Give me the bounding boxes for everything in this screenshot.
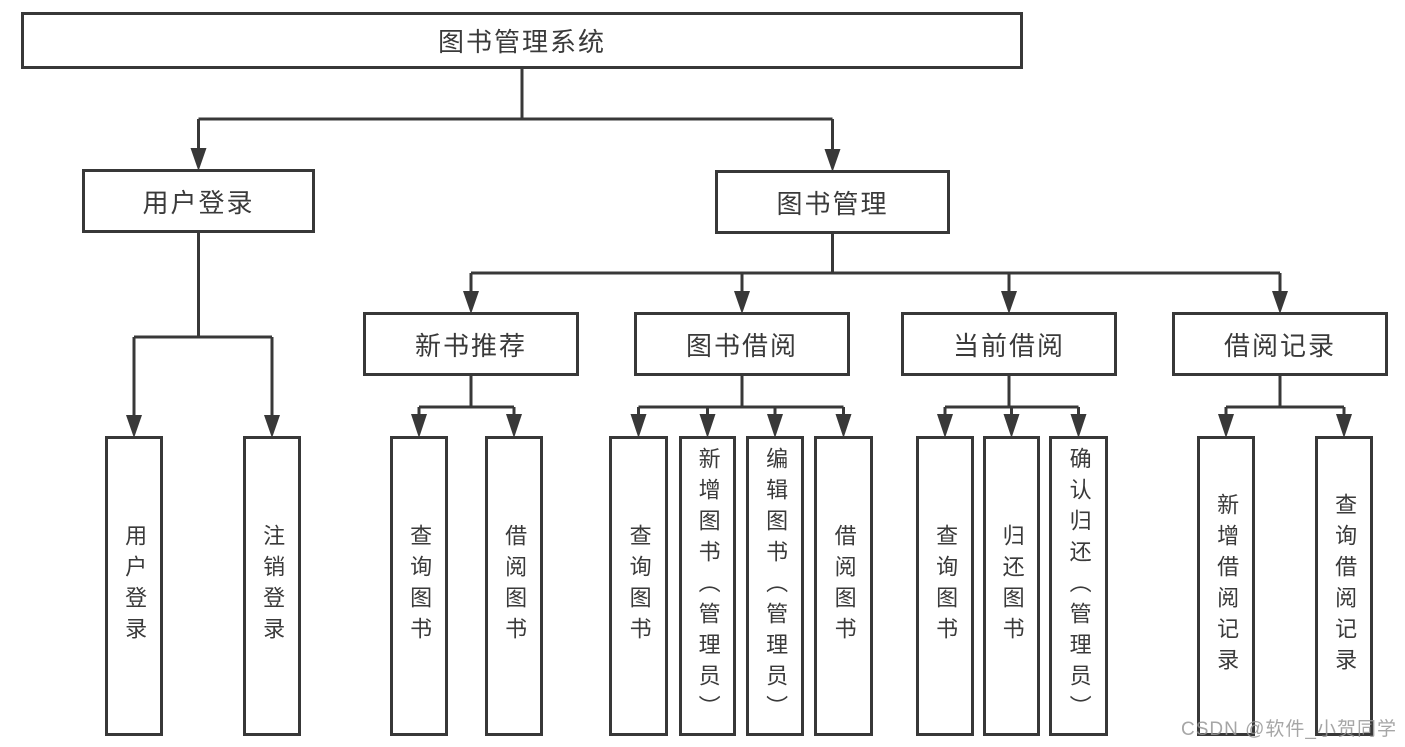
leaf-recommend-borrow-books: 借阅图书 (485, 436, 543, 736)
connector-book-borrow-split (637, 376, 845, 416)
leaf-current-query-books-label: 查询图书 (933, 524, 959, 648)
leaf-recommend-query-books-label: 查询图书 (407, 524, 433, 648)
leaf-borrowing-borrow-books-label: 借阅图书 (831, 524, 857, 648)
arrowheads-book-borrow-split (630, 414, 852, 438)
csdn-watermark: CSDN @软件_小贺同学 (1181, 719, 1397, 740)
leaf-recommend-query-books: 查询图书 (390, 436, 448, 736)
connector-root-split (197, 69, 834, 150)
arrowheads-borrow-records-split (1218, 414, 1352, 438)
node-new-book-recommend-label: 新书推荐 (414, 330, 527, 361)
leaf-confirm-return-admin-label: 确认归还（管理员） (1066, 446, 1092, 726)
leaf-recommend-borrow-books-label: 借阅图书 (502, 524, 528, 648)
connector-current-borrow-split (943, 376, 1080, 416)
arrowheads-new-rec-split (411, 414, 522, 438)
node-book-borrowing-label: 图书借阅 (685, 330, 798, 361)
arrowheads-user-login-split (126, 415, 280, 438)
leaf-borrowing-query-books-label: 查询图书 (626, 524, 652, 648)
leaf-current-query-books: 查询图书 (916, 436, 974, 736)
leaf-return-books-label: 归还图书 (999, 524, 1025, 648)
node-book-management-label: 图书管理 (776, 188, 889, 219)
leaf-borrowing-query-books: 查询图书 (609, 436, 668, 736)
leaf-add-books-admin: 新增图书（管理员） (679, 436, 736, 736)
leaf-query-borrow-record-label: 查询借阅记录 (1332, 493, 1358, 679)
node-current-borrowing: 当前借阅 (901, 312, 1117, 376)
leaf-return-books: 归还图书 (983, 436, 1040, 736)
leaf-edit-books-admin-label: 编辑图书（管理员） (763, 446, 789, 726)
node-borrowing-records-label: 借阅记录 (1223, 330, 1336, 361)
leaf-borrowing-borrow-books: 借阅图书 (814, 436, 873, 736)
leaf-query-borrow-record: 查询借阅记录 (1315, 436, 1373, 736)
node-book-management: 图书管理 (715, 170, 950, 234)
node-new-book-recommend: 新书推荐 (363, 312, 579, 376)
connector-user-login-split (132, 233, 274, 416)
node-root-label: 图书管理系统 (437, 27, 606, 57)
connector-book-mgmt-split (469, 234, 1282, 292)
leaf-edit-books-admin: 编辑图书（管理员） (746, 436, 804, 736)
leaf-confirm-return-admin: 确认归还（管理员） (1049, 436, 1108, 736)
leaf-logout-label: 注销登录 (260, 524, 286, 648)
leaf-add-books-admin-label: 新增图书（管理员） (695, 446, 721, 726)
arrowheads-current-borrow-split (937, 414, 1087, 438)
leaf-add-borrow-record: 新增借阅记录 (1197, 436, 1255, 736)
node-root-library-system: 图书管理系统 (21, 12, 1023, 69)
node-user-login-label: 用户登录 (142, 187, 255, 218)
node-current-borrowing-label: 当前借阅 (952, 330, 1065, 361)
leaf-add-borrow-record-label: 新增借阅记录 (1214, 493, 1240, 679)
leaf-user-login-label: 用户登录 (122, 524, 148, 648)
leaf-logout: 注销登录 (243, 436, 301, 736)
connector-new-rec-split (417, 376, 516, 416)
node-user-login: 用户登录 (82, 169, 315, 233)
connector-borrow-records-split (1224, 376, 1346, 416)
arrowheads-book-mgmt-split (463, 291, 1288, 314)
leaf-user-login: 用户登录 (105, 436, 163, 736)
node-book-borrowing: 图书借阅 (634, 312, 850, 376)
node-borrowing-records: 借阅记录 (1172, 312, 1388, 376)
